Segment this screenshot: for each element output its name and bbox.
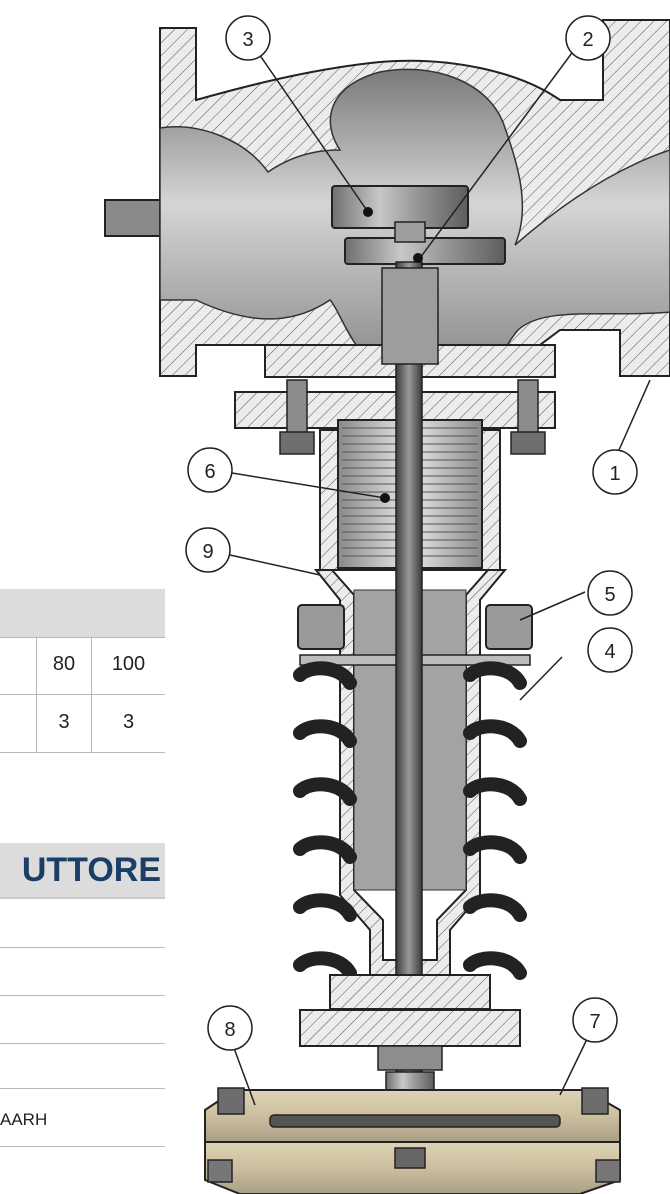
callout-badge: 8 — [207, 1005, 253, 1051]
table-header-cell: 100 — [111, 653, 146, 675]
table-rule — [0, 752, 165, 753]
spring-clamp — [485, 604, 533, 650]
table-rule — [0, 694, 165, 695]
plug-nut — [394, 221, 426, 243]
spring-coil — [293, 835, 357, 864]
callout-number: 6 — [204, 461, 215, 483]
part-marker-dot — [413, 253, 423, 263]
callout-number: 8 — [224, 1019, 235, 1041]
callout-number: 2 — [582, 29, 593, 51]
spring-coil — [293, 661, 357, 690]
callout-number: 4 — [604, 641, 615, 663]
valve-stem — [395, 261, 423, 1103]
callout-badge: 5 — [587, 570, 633, 616]
callout-badge: 7 — [572, 997, 618, 1043]
callout-badge: 9 — [185, 527, 231, 573]
callout-number: 9 — [202, 541, 213, 563]
spring-coil — [293, 893, 357, 922]
table-rule — [0, 637, 165, 638]
table-divider — [91, 637, 92, 752]
section-rule — [0, 897, 165, 899]
list-rule — [0, 1146, 165, 1147]
coil-spring — [293, 661, 527, 980]
callouts — [229, 37, 651, 1106]
stem-guide — [381, 267, 439, 365]
callout-badge: 1 — [592, 449, 638, 495]
list-row-text: AARH — [0, 1110, 48, 1129]
callout-badge: 4 — [587, 627, 633, 673]
spring-coil — [463, 893, 527, 922]
callout-badge: 6 — [187, 447, 233, 493]
callout-badge: 3 — [225, 15, 271, 61]
table-header-cell: 80 — [52, 653, 76, 675]
actuator-bolt — [581, 1087, 609, 1115]
spring-coil — [293, 719, 357, 748]
callout-number: 5 — [604, 584, 615, 606]
yoke-flange — [329, 974, 491, 1010]
bolt-nut — [510, 431, 546, 455]
spring-coil — [463, 777, 527, 806]
center-nut — [394, 1147, 426, 1169]
side-fitting — [595, 1159, 621, 1183]
side-fitting — [207, 1159, 233, 1183]
spring-clamp — [297, 604, 345, 650]
callout-number: 7 — [589, 1011, 600, 1033]
list-rule — [0, 1088, 165, 1089]
diaphragm-plate — [269, 1114, 561, 1128]
table-divider — [36, 637, 37, 752]
callout-badge: 2 — [565, 15, 611, 61]
part-marker-dot — [363, 207, 373, 217]
actuator-bolt — [217, 1087, 245, 1115]
table-value-cell: 3 — [122, 711, 135, 733]
list-rule — [0, 1043, 165, 1044]
yoke-flange-lower — [299, 1009, 521, 1047]
spring-coil — [293, 777, 357, 806]
gland-nut — [377, 1045, 443, 1071]
part-marker-dot — [380, 493, 390, 503]
table-header-band — [0, 589, 165, 637]
spring-coil — [463, 719, 527, 748]
spring-coil — [463, 951, 527, 980]
section-title: UTTORE — [0, 843, 165, 897]
spring-coil — [463, 835, 527, 864]
table-value-cell: 3 — [58, 711, 70, 733]
spring-coil — [293, 951, 357, 980]
list-rule — [0, 995, 165, 996]
list-rule — [0, 947, 165, 948]
callout-number: 3 — [242, 29, 253, 51]
callout-number: 1 — [609, 463, 620, 485]
spring-coil — [463, 661, 527, 690]
bolt-nut — [279, 431, 315, 455]
